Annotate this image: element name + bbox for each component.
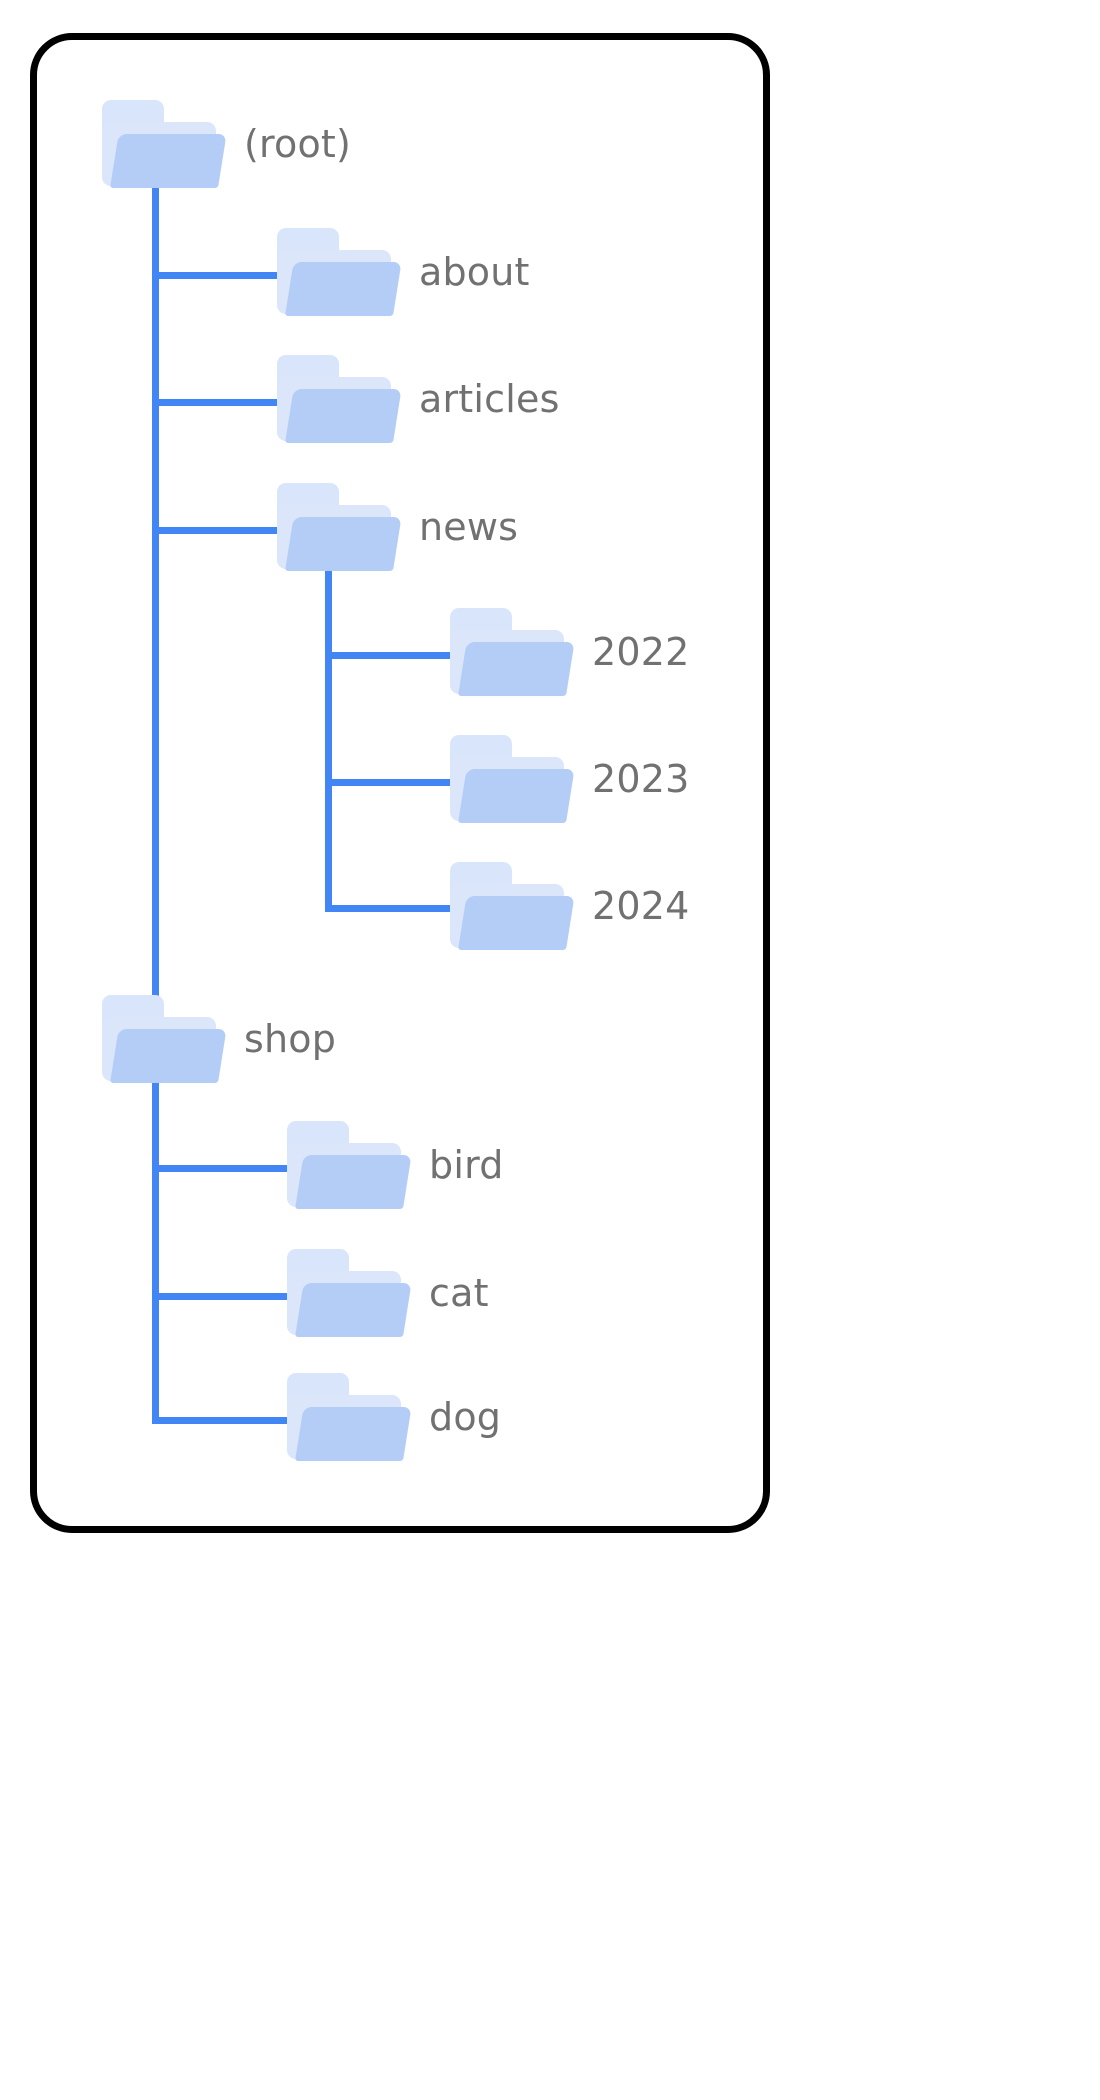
folder-icon (448, 608, 575, 696)
tree-node-label: news (419, 505, 519, 549)
tree-node-cat[interactable]: cat (285, 1249, 489, 1337)
tree-node-label: about (419, 250, 530, 294)
folder-icon (285, 1249, 412, 1337)
tree-node-label: shop (244, 1017, 337, 1061)
tree-node-label: 2022 (592, 630, 690, 674)
connector-shop-bird (152, 1165, 292, 1172)
folder-icon (448, 862, 575, 950)
tree-node-label: dog (429, 1395, 502, 1439)
tree-node-label: 2024 (592, 884, 690, 928)
folder-front-shape (458, 642, 575, 696)
folder-front-shape (295, 1155, 412, 1209)
folder-icon (275, 483, 402, 571)
folder-front-shape (110, 134, 227, 188)
folder-front-shape (295, 1283, 412, 1337)
folder-icon (448, 735, 575, 823)
tree-node-2022[interactable]: 2022 (448, 608, 690, 696)
connector-root-about (152, 272, 280, 279)
tree-node-label: bird (429, 1143, 504, 1187)
folder-icon (275, 355, 402, 443)
folder-front-shape (285, 389, 402, 443)
tree-node-shop[interactable]: shop (100, 995, 336, 1083)
tree-node-label: cat (429, 1271, 489, 1315)
connector-root-news (152, 527, 280, 534)
folder-front-shape (110, 1029, 227, 1083)
folder-front-shape (285, 517, 402, 571)
tree-node-label: articles (419, 377, 560, 421)
tree-node-articles[interactable]: articles (275, 355, 560, 443)
tree-node-root[interactable]: (root) (100, 100, 351, 188)
tree-node-news[interactable]: news (275, 483, 518, 571)
tree-node-2024[interactable]: 2024 (448, 862, 690, 950)
connector-shop-cat (152, 1293, 292, 1300)
tree-node-dog[interactable]: dog (285, 1373, 501, 1461)
tree-node-label: (root) (244, 122, 352, 166)
folder-front-shape (458, 769, 575, 823)
connector-root-trunk (152, 176, 159, 1016)
connector-root-articles (152, 399, 280, 406)
tree-node-label: 2023 (592, 757, 690, 801)
connector-news-trunk (325, 559, 332, 911)
connector-news-2022 (325, 652, 455, 659)
folder-icon (275, 228, 402, 316)
folder-front-shape (285, 262, 402, 316)
connector-shop-dog (152, 1417, 292, 1424)
folder-icon (100, 100, 227, 188)
tree-node-bird[interactable]: bird (285, 1121, 504, 1209)
folder-front-shape (458, 896, 575, 950)
tree-node-2023[interactable]: 2023 (448, 735, 690, 823)
connector-news-2024 (325, 905, 455, 912)
folder-front-shape (295, 1407, 412, 1461)
folder-icon (100, 995, 227, 1083)
connector-news-2023 (325, 779, 455, 786)
folder-icon (285, 1121, 412, 1209)
tree-node-about[interactable]: about (275, 228, 530, 316)
connector-shop-trunk (152, 1072, 159, 1423)
folder-icon (285, 1373, 412, 1461)
